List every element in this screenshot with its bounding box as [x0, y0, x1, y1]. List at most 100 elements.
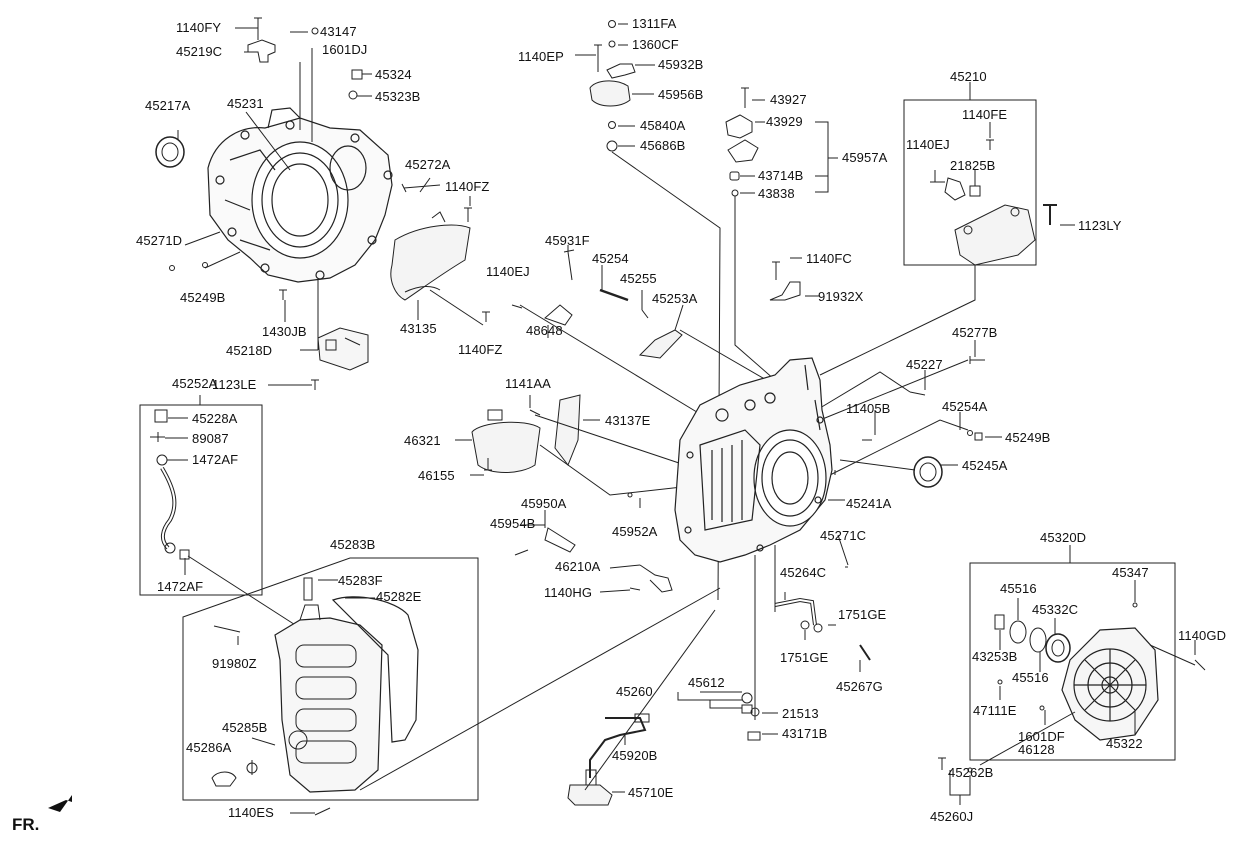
bracket-45218D	[317, 327, 369, 371]
part-label-91932X: 91932X	[818, 289, 864, 304]
part-label-45264C: 45264C	[780, 565, 827, 580]
oil-pan-45283B	[274, 604, 383, 793]
part-label-1140FY: 1140FY	[176, 20, 222, 35]
lever-45253A	[638, 329, 683, 359]
part-label-1430JB: 1430JB	[262, 324, 307, 339]
pin-45952A	[627, 492, 633, 498]
oil-seal-45217A	[155, 136, 185, 168]
gasket-45282E	[331, 596, 419, 743]
part-label-45516-a: 45516	[1000, 581, 1037, 596]
part-label-45260J: 45260J	[930, 809, 974, 824]
oil-filter-46321	[471, 409, 541, 473]
transmission-case-45241A	[674, 357, 833, 563]
bolt-45262B	[938, 757, 946, 770]
pin-46128	[967, 767, 973, 773]
part-label-46155: 46155	[418, 468, 455, 483]
part-label-45612: 45612	[688, 675, 725, 690]
lever-46210A	[639, 564, 673, 593]
part-label-1360CF: 1360CF	[632, 37, 679, 52]
part-label-45286A: 45286A	[186, 740, 232, 755]
bolt-1140FZ-b	[482, 311, 490, 322]
plug-45283F	[303, 577, 313, 601]
part-label-1140EJ-right: 1140EJ	[906, 137, 950, 152]
bracket-45710E	[567, 784, 613, 806]
hose-assembly-45252A	[150, 409, 190, 560]
bracket-assembly-45210	[930, 139, 1057, 266]
pipe-45264C	[774, 597, 823, 633]
oring-45323B	[348, 90, 358, 100]
bolt-45272A	[401, 183, 441, 193]
front-arrow-icon	[48, 795, 72, 812]
bolt-45227	[909, 391, 926, 396]
part-label-46210A: 46210A	[555, 559, 601, 574]
part-label-45282E: 45282E	[376, 589, 422, 604]
bolt-1140FC	[772, 261, 780, 280]
part-label-21513: 21513	[782, 706, 819, 721]
part-label-45254A: 45254A	[942, 399, 988, 414]
part-label-45271D: 45271D	[136, 233, 183, 248]
pin-1601DF	[1039, 705, 1045, 711]
part-label-45241A: 45241A	[846, 496, 892, 511]
bolt-45277B	[969, 356, 985, 364]
part-label-45931F: 45931F	[545, 233, 590, 248]
part-label-45271C: 45271C	[820, 528, 867, 543]
part-label-45320D: 45320D	[1040, 530, 1087, 545]
part-label-45686B: 45686B	[640, 138, 686, 153]
front-direction-label: FR.	[12, 815, 40, 834]
part-label-43253B: 43253B	[972, 649, 1018, 664]
bolt-91980Z	[213, 625, 241, 633]
part-label-1751GE-b: 1751GE	[780, 650, 829, 665]
baffle-43135	[390, 211, 471, 301]
bolt-1140HG	[629, 587, 641, 591]
plug-45260	[741, 704, 753, 714]
part-label-45332C: 45332C	[1032, 602, 1079, 617]
part-label-1472AF-a: 1472AF	[192, 452, 239, 467]
part-label-43838: 43838	[758, 186, 795, 201]
part-label-45231: 45231	[227, 96, 264, 111]
plug-45324	[351, 69, 363, 80]
part-label-45932B: 45932B	[658, 57, 704, 72]
lever-cluster-45957A	[725, 87, 759, 197]
part-label-1140GD: 1140GD	[1178, 628, 1227, 643]
plug-43171B	[747, 731, 761, 741]
detent-48648	[544, 304, 573, 326]
part-label-45253A: 45253A	[652, 291, 698, 306]
part-label-1140FC: 1140FC	[806, 251, 852, 266]
part-label-45227: 45227	[906, 357, 943, 372]
pin-47111E	[997, 679, 1003, 685]
part-label-89087: 89087	[192, 431, 229, 446]
part-label-45952A: 45952A	[612, 524, 658, 539]
pin-45254A	[967, 430, 973, 436]
part-label-45249B-left: 45249B	[180, 290, 226, 305]
part-label-45283F: 45283F	[338, 573, 383, 588]
spring-45255	[641, 309, 649, 319]
part-label-45516-b: 45516	[1012, 670, 1049, 685]
bolt-45954B	[514, 549, 529, 556]
bracket-91932X	[769, 281, 801, 301]
part-label-1140FE: 1140FE	[962, 107, 1008, 122]
bolt-1430JB	[279, 289, 287, 300]
pin-45271D	[169, 265, 175, 271]
part-label-47111E: 47111E	[973, 703, 1017, 718]
part-label-21825B: 21825B	[950, 158, 996, 173]
pin-45347	[1132, 602, 1138, 608]
part-label-45228A: 45228A	[192, 411, 238, 426]
plug-43253B	[994, 614, 1005, 630]
oring-45516-b	[1029, 627, 1047, 653]
part-label-1141AA: 1141AA	[505, 376, 551, 391]
part-label-45249B-right: 45249B	[1005, 430, 1051, 445]
detent-assembly	[589, 20, 636, 152]
group-box-45252A	[139, 404, 263, 596]
part-label-43137E: 43137E	[605, 413, 651, 428]
bracket-45219C	[247, 39, 276, 63]
part-label-91980Z: 91980Z	[212, 656, 257, 671]
part-label-45252A: 45252A	[172, 376, 218, 391]
part-label-46128: 46128	[1018, 742, 1055, 757]
part-label-45218D: 45218D	[226, 343, 273, 358]
bolt-1123LE	[311, 379, 319, 390]
part-label-45272A: 45272A	[405, 157, 451, 172]
part-label-45217A: 45217A	[145, 98, 191, 113]
bolt-1140FY	[254, 17, 262, 40]
bolt-1140GD	[1194, 659, 1206, 671]
